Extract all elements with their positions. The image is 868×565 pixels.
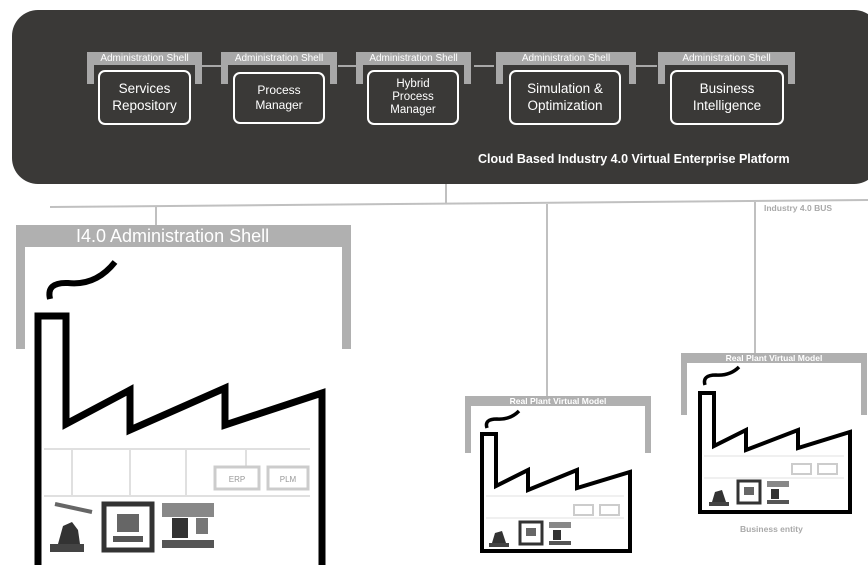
business-intelligence-box[interactable]: Business Intelligence [670, 70, 784, 125]
service-label: Simulation & Optimization [527, 80, 603, 113]
service-label: Services Repository [112, 80, 177, 113]
services-repository-box[interactable]: Services Repository [98, 70, 191, 125]
platform-connector [202, 65, 657, 67]
shell-leg [87, 52, 94, 84]
hybrid-process-manager-box[interactable]: Hybrid Process Manager [367, 70, 459, 125]
shell-leg [681, 353, 687, 415]
process-manager-box[interactable]: Process Manager [233, 72, 325, 124]
erp-machine: ERP [213, 465, 261, 491]
plm-machine: PLM [266, 465, 310, 491]
factory-icon [34, 312, 326, 565]
real-plant-virtual-model-label: Real Plant Virtual Model [465, 396, 651, 406]
shell-leg [356, 52, 363, 84]
monitor-icon [101, 501, 155, 553]
shell-leg [464, 52, 471, 84]
monitor-icon [518, 520, 544, 546]
business-entity-label: Business entity [740, 524, 803, 534]
plm-label: PLM [280, 475, 297, 484]
shell-leg [861, 353, 867, 415]
machine-tool-icon [162, 503, 214, 548]
platform-title: Cloud Based Industry 4.0 Virtual Enterpr… [478, 152, 790, 166]
shell-leg [330, 52, 337, 84]
erp-label: ERP [229, 475, 245, 484]
administration-shell-label: Administration Shell [221, 52, 337, 65]
shell-leg [496, 52, 503, 84]
administration-shell-label: Administration Shell [87, 52, 202, 65]
shell-leg [645, 396, 651, 453]
factory-icon [698, 391, 852, 514]
bus-label: Industry 4.0 BUS [764, 203, 833, 213]
machine-tool-icon [767, 481, 789, 504]
bus-line [49, 199, 868, 208]
factory-icon [480, 432, 632, 553]
robot-arm-icon [489, 531, 509, 547]
production-grid [44, 448, 310, 497]
shell-leg [342, 225, 351, 349]
administration-shell-label: Administration Shell [658, 52, 795, 65]
shell-leg [465, 396, 471, 453]
robot-arm-icon [709, 490, 729, 506]
real-plant-virtual-model-label: Real Plant Virtual Model [681, 353, 867, 363]
smoke-icon [484, 409, 521, 429]
service-label: Hybrid Process Manager [390, 77, 436, 117]
service-label: Process Manager [255, 83, 303, 112]
smoke-icon [46, 260, 118, 300]
shell-leg [658, 52, 665, 84]
service-label: Business Intelligence [692, 80, 762, 113]
monitor-icon [736, 479, 762, 505]
i40-administration-shell-label: I4.0 Administration Shell [16, 225, 351, 247]
shell-leg [16, 225, 25, 349]
cloud-platform [12, 10, 868, 184]
administration-shell-label: Administration Shell [496, 52, 636, 65]
shell-leg [788, 52, 795, 84]
shell-leg [629, 52, 636, 84]
shell-leg [195, 52, 202, 84]
administration-shell-label: Administration Shell [356, 52, 471, 65]
robot-arm-icon [50, 502, 93, 552]
simulation-optimization-box[interactable]: Simulation & Optimization [509, 70, 621, 125]
smoke-icon [702, 365, 741, 386]
machine-tool-icon [549, 522, 571, 545]
shell-leg [221, 52, 228, 84]
